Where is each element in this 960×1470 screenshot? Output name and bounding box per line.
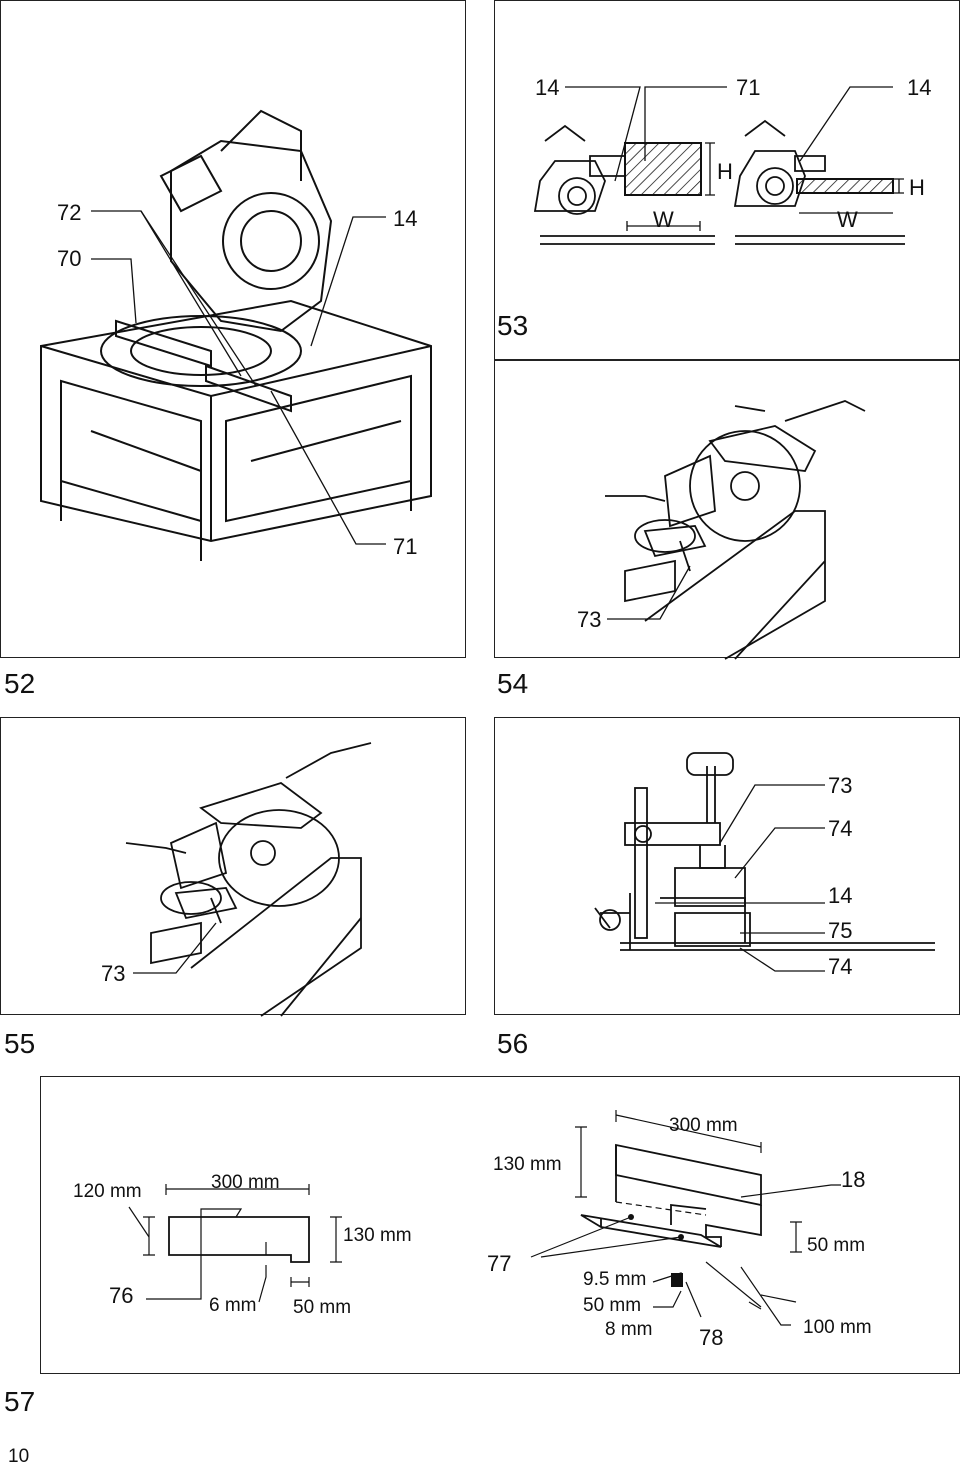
callout-75: 75	[828, 918, 853, 943]
figure-number-56: 56	[497, 1028, 529, 1059]
dim-50mm-left: 50 mm	[293, 1297, 352, 1318]
figure-57-illustration	[128, 1110, 841, 1326]
dim-9-5mm: 9.5 mm	[583, 1269, 647, 1290]
dim-8mm: 8 mm	[605, 1319, 653, 1340]
dim-w-right: W	[837, 207, 858, 232]
figure-52-illustration	[40, 109, 432, 561]
dim-300mm-right: 300 mm	[669, 1115, 738, 1136]
page-number: 10	[8, 1446, 30, 1467]
dim-120mm: 120 mm	[73, 1181, 142, 1202]
figure-52-leader-lines	[91, 210, 386, 545]
figure-54-panel: 73	[494, 360, 960, 660]
callout-71: 71	[393, 534, 418, 559]
dim-300mm-left: 300 mm	[211, 1172, 280, 1193]
dim-100mm: 100 mm	[803, 1317, 872, 1338]
callout-72: 72	[57, 200, 82, 225]
callout-14-right: 14	[907, 75, 932, 100]
dim-130mm-left: 130 mm	[343, 1225, 412, 1246]
callout-73: 73	[101, 961, 126, 986]
callout-77: 77	[487, 1251, 512, 1276]
figure-number-54: 54	[497, 668, 529, 699]
callout-78: 78	[699, 1325, 724, 1350]
figure-number-55: 55	[4, 1028, 36, 1059]
callout-73: 73	[577, 607, 602, 632]
callout-73: 73	[828, 773, 853, 798]
figure-number-52: 52	[4, 668, 36, 699]
figure-53-panel: 14 71 14 H W H W	[494, 0, 960, 360]
figure-56-panel: 73 74 14 75 74	[494, 717, 960, 1015]
figure-55-illustration	[125, 742, 372, 1017]
callout-74-bottom: 74	[828, 954, 853, 979]
figure-56-illustration	[594, 752, 935, 972]
dim-50mm-right: 50 mm	[807, 1235, 866, 1256]
figure-57-panel: 120 mm 300 mm 130 mm 76 6 mm 50 mm 130 m…	[40, 1076, 960, 1374]
callout-14: 14	[828, 883, 853, 908]
callout-71: 71	[736, 75, 761, 100]
figure-55-panel: 73	[0, 717, 466, 1017]
dim-h-left: H	[717, 159, 733, 184]
figure-52-panel: 72 70 14 71	[0, 0, 466, 658]
callout-74-top: 74	[828, 816, 853, 841]
figure-number-53: 53	[497, 310, 529, 341]
figure-number-57: 57	[4, 1386, 36, 1417]
figure-53-illustration	[533, 86, 905, 245]
workpiece-tall	[624, 142, 702, 196]
figure-54-illustration	[605, 400, 866, 660]
dim-6mm: 6 mm	[209, 1295, 257, 1316]
dim-h-right: H	[909, 175, 925, 200]
callout-14: 14	[393, 206, 418, 231]
dim-130mm-right: 130 mm	[493, 1154, 562, 1175]
dim-w-left: W	[653, 207, 674, 232]
dim-50mm-bottom: 50 mm	[583, 1295, 642, 1316]
workpiece-flat	[796, 178, 894, 194]
callout-76: 76	[109, 1283, 134, 1308]
callout-18: 18	[841, 1167, 866, 1192]
callout-70: 70	[57, 246, 82, 271]
callout-14-left: 14	[535, 75, 560, 100]
